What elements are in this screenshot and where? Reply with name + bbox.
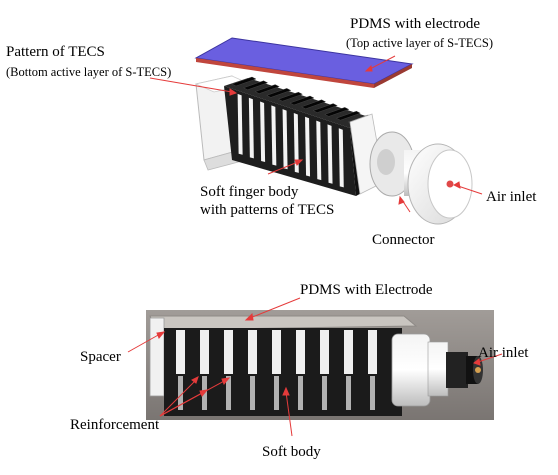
photo-tecs-pattern xyxy=(176,330,377,410)
photo-slot-lower xyxy=(322,376,327,410)
tecs-fin xyxy=(335,110,362,121)
photo-slot xyxy=(200,330,209,374)
photo-connector xyxy=(391,333,431,407)
tecs-slot xyxy=(271,105,277,166)
tecs-fin xyxy=(277,91,304,102)
tecs-fin xyxy=(289,95,315,106)
label-air-inlet-top: Air inlet xyxy=(486,189,537,205)
tecs-fin xyxy=(231,76,257,87)
tecs-slot xyxy=(305,116,311,177)
label-pdms-electrode-photo: PDMS with Electrode xyxy=(300,282,433,298)
photo-slot xyxy=(320,330,329,374)
photo-slot-lower xyxy=(178,376,183,410)
label-pdms-electrode-sub: (Top active layer of S-TECS) xyxy=(346,36,493,50)
tecs-slot xyxy=(237,93,243,155)
photo-slot xyxy=(224,330,233,374)
photo-slot-lower xyxy=(226,376,231,410)
tecs-slot xyxy=(282,109,288,170)
tecs-fin xyxy=(324,107,350,117)
tecs-front-pattern xyxy=(237,93,344,188)
bottom-photo: PDMS with Electrode Spacer Air inlet Rei… xyxy=(70,282,529,460)
pdms-electrode-layer xyxy=(194,37,414,88)
label-soft-finger-body: Soft finger body xyxy=(200,184,299,200)
tecs-slot xyxy=(338,128,344,188)
tecs-slot xyxy=(260,101,266,163)
tecs-fins xyxy=(231,76,373,125)
label-pattern-tecs: Pattern of TECS xyxy=(6,44,105,60)
tecs-fin xyxy=(242,80,269,91)
photo-slot xyxy=(176,330,185,374)
photo-slot-lower xyxy=(370,376,375,410)
tecs-fin xyxy=(312,103,338,113)
label-reinforcement: Reinforcement xyxy=(70,417,160,433)
tecs-slot xyxy=(293,112,299,173)
label-pattern-tecs-sub: (Bottom active layer of S-TECS) xyxy=(6,65,171,79)
soft-body xyxy=(164,328,402,416)
tecs-slot xyxy=(316,120,322,181)
top-leader-lines xyxy=(149,55,483,213)
soft-finger-body xyxy=(194,75,385,196)
photo-slot xyxy=(344,330,353,374)
label-air-inlet-photo: Air inlet xyxy=(478,345,529,361)
air-inlet-fitting xyxy=(446,352,468,388)
tecs-slot xyxy=(248,97,254,159)
label-connector: Connector xyxy=(372,232,434,248)
label-soft-body: Soft body xyxy=(262,444,321,460)
photo-slot-lower xyxy=(298,376,303,410)
label-pdms-electrode: PDMS with electrode xyxy=(350,16,480,32)
label-spacer: Spacer xyxy=(80,349,121,365)
bottom-leader-lines xyxy=(127,297,503,437)
photo-slot xyxy=(296,330,305,374)
photo-slot xyxy=(248,330,257,374)
photo-slot-lower xyxy=(274,376,279,410)
tecs-fin xyxy=(254,84,280,94)
photo-slot xyxy=(272,330,281,374)
photo-slot-lower xyxy=(250,376,255,410)
top-diagram: PDMS with electrode (Top active layer of… xyxy=(6,16,537,248)
air-inlet-hole xyxy=(446,180,454,188)
spacer xyxy=(149,317,165,397)
tecs-fin xyxy=(300,99,327,110)
photo-slot xyxy=(368,330,377,374)
label-soft-finger-body-2: with patterns of TECS xyxy=(200,202,334,218)
photo-slot-lower xyxy=(346,376,351,410)
tecs-fin xyxy=(266,88,292,98)
connector xyxy=(369,131,473,225)
tecs-slot xyxy=(327,124,333,184)
